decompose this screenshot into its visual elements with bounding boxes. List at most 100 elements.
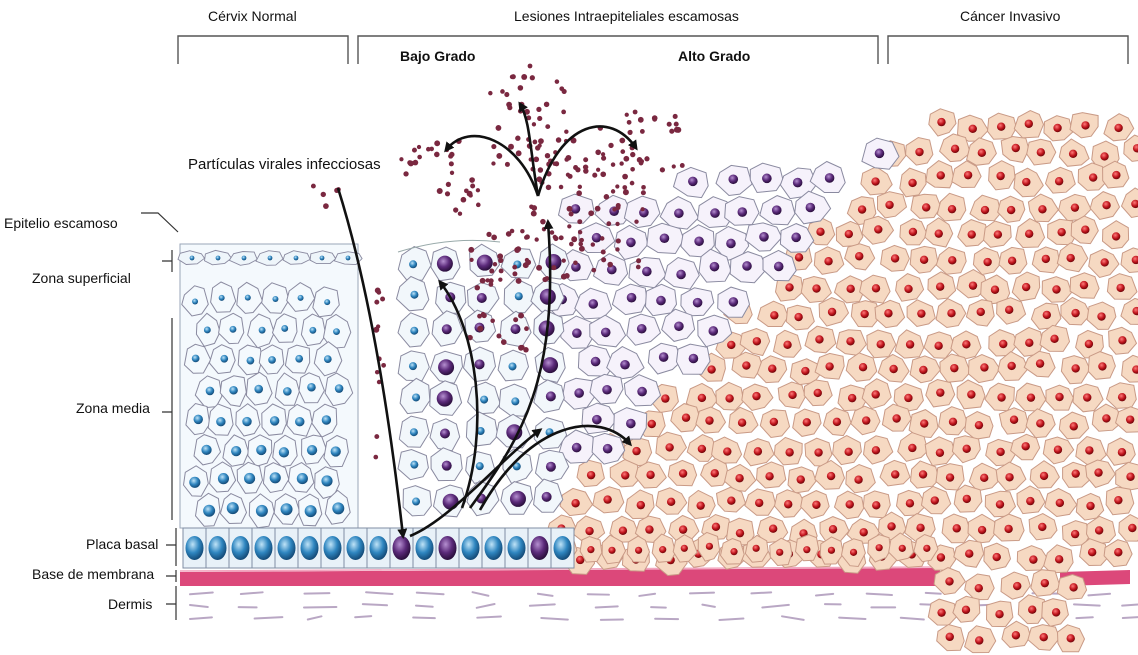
- cancer-cell-nucleus: [845, 230, 853, 238]
- bracket-normal: [178, 36, 348, 64]
- label-squamous-epithelium: Epitelio escamoso: [4, 215, 118, 231]
- basal-nucleus: [232, 536, 250, 560]
- cancer-cell-nucleus: [1037, 148, 1045, 156]
- high-grade-cell-nucleus: [710, 208, 720, 218]
- virus-particle: [461, 197, 467, 203]
- cancer-cell-nucleus: [891, 254, 899, 262]
- low-grade-cell-nucleus: [410, 428, 418, 436]
- virus-particle: [612, 207, 616, 211]
- virus-particle: [475, 285, 480, 290]
- cancer-cell-nucleus: [916, 524, 924, 532]
- dermis-fiber: [762, 605, 789, 608]
- middle-zone-cell-nucleus: [230, 326, 237, 333]
- cancer-cell-nucleus: [1021, 442, 1029, 450]
- virus-particle: [680, 163, 685, 168]
- normal-epithelium-cells: [178, 244, 362, 528]
- dermis-fiber: [355, 616, 371, 617]
- infected-cell-nucleus: [510, 491, 526, 507]
- virus-particle: [518, 85, 524, 91]
- virus-particle: [505, 162, 510, 167]
- virus-particle: [567, 224, 571, 228]
- high-grade-cell-nucleus: [728, 174, 738, 184]
- middle-zone-cell-nucleus: [283, 387, 292, 396]
- high-grade-cell-nucleus: [603, 444, 613, 454]
- high-grade-cell-nucleus: [574, 388, 584, 398]
- cancer-cell-nucleus: [1086, 502, 1094, 510]
- virus-particle: [564, 157, 569, 162]
- virus-particle: [413, 160, 419, 166]
- middle-zone-cell-nucleus: [219, 295, 225, 301]
- superficial-cell-nucleus: [268, 256, 273, 261]
- middle-zone-cell-nucleus: [297, 473, 308, 484]
- high-grade-cell-nucleus: [708, 326, 718, 336]
- cancer-cell-nucleus: [860, 528, 868, 536]
- cancer-cell-nucleus: [871, 177, 879, 185]
- infected-cell-nucleus: [510, 324, 520, 334]
- high-grade-cell-nucleus: [637, 324, 647, 334]
- cancer-basal-cell-nucleus: [776, 549, 783, 556]
- cancer-cell-nucleus: [1055, 177, 1063, 185]
- virus-particle: [667, 122, 672, 127]
- cancer-cell-nucleus: [1005, 473, 1013, 481]
- cancer-cell-nucleus: [770, 418, 778, 426]
- cancer-cell-nucleus: [1040, 472, 1048, 480]
- cancer-cell-nucleus: [975, 584, 983, 592]
- virus-particle: [660, 167, 665, 172]
- cancer-cell-nucleus: [1071, 309, 1079, 317]
- virus-particle: [538, 167, 543, 172]
- virus-particle: [564, 129, 568, 133]
- virus-particle: [496, 333, 501, 338]
- virus-particle: [446, 182, 451, 187]
- virus-particle: [627, 120, 632, 125]
- virus-particle: [556, 137, 562, 143]
- cancer-cell-nucleus: [919, 366, 927, 374]
- virus-particle: [588, 210, 594, 216]
- cancer-cell-nucleus: [1036, 359, 1044, 367]
- high-grade-cell-nucleus: [660, 233, 670, 243]
- cancer-cell-nucleus: [975, 421, 983, 429]
- cancer-cell-nucleus: [915, 148, 923, 156]
- dermis-fiber: [639, 594, 655, 596]
- cancer-cell-nucleus: [887, 522, 895, 530]
- virus-particle: [595, 149, 601, 155]
- virus-particle: [592, 173, 597, 178]
- cancer-cell-nucleus: [1089, 173, 1097, 181]
- cancer-cell-nucleus: [904, 394, 912, 402]
- cancer-basal-cell-nucleus: [923, 545, 930, 552]
- header-normal: Cérvix Normal: [208, 8, 297, 24]
- virus-particle: [321, 192, 326, 197]
- basal-nucleus: [301, 536, 319, 560]
- virus-particle: [623, 156, 629, 162]
- virus-particle: [381, 363, 386, 368]
- cancer-cell-nucleus: [949, 418, 957, 426]
- cancer-cell-nucleus: [1118, 336, 1126, 344]
- bracket-cancer: [888, 36, 1128, 64]
- cancer-cell-nucleus: [1081, 226, 1089, 234]
- cancer-cell-nucleus: [1069, 150, 1077, 158]
- infected-cell-nucleus: [477, 255, 493, 271]
- cancer-cell-nucleus: [1114, 496, 1122, 504]
- virus-particle: [673, 114, 678, 119]
- cancer-cell-nucleus: [727, 341, 735, 349]
- virus-particle: [551, 265, 556, 270]
- cancer-cell-nucleus: [997, 393, 1005, 401]
- infected-basal-nucleus: [439, 536, 457, 560]
- cancer-cell-nucleus: [1055, 393, 1063, 401]
- cancer-cell-nucleus: [1012, 631, 1020, 639]
- cancer-cell-nucleus: [770, 311, 778, 319]
- virus-particle: [529, 204, 534, 209]
- cancer-cell-nucleus: [937, 171, 945, 179]
- cancer-cell-nucleus: [946, 473, 954, 481]
- label-basal-layer: Placa basal: [86, 536, 158, 552]
- low-grade-cell-nucleus: [410, 327, 418, 335]
- virus-particle: [516, 278, 522, 284]
- virus-particle: [561, 274, 567, 280]
- middle-zone-cell-nucleus: [247, 357, 255, 365]
- cancer-cell-nucleus: [980, 363, 988, 371]
- virus-particle: [561, 110, 566, 115]
- middle-zone-cell-nucleus: [270, 472, 281, 483]
- cancer-cell-nucleus: [859, 363, 867, 371]
- virus-particle: [536, 265, 542, 271]
- infected-cell-nucleus: [443, 494, 459, 510]
- cancer-cell-nucleus: [935, 229, 943, 237]
